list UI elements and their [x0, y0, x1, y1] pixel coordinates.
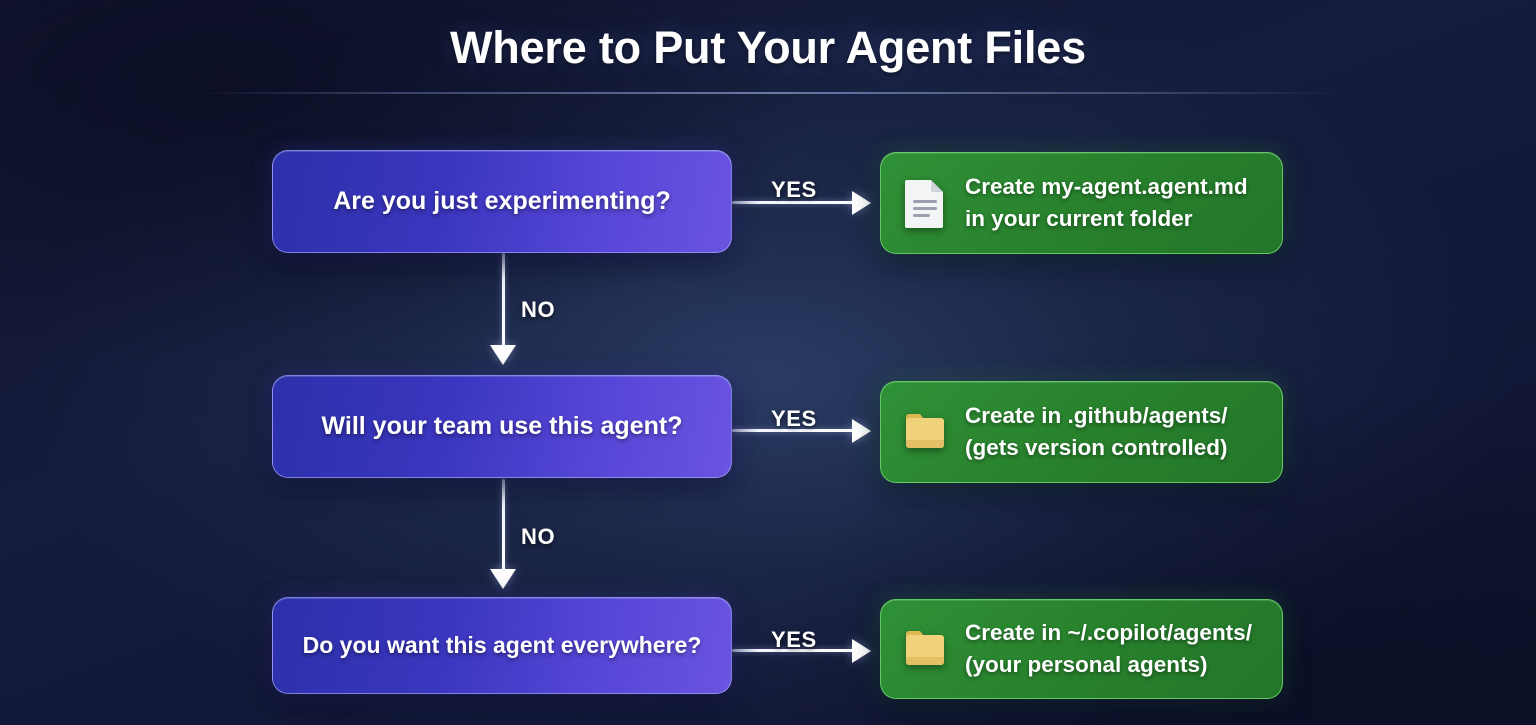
outcome-box-1[interactable]: Create my-agent.agent.md in your current…	[880, 152, 1283, 254]
yes-connector-line-1	[732, 201, 856, 204]
outcome-box-2[interactable]: Create in .github/agents/ (gets version …	[880, 381, 1283, 483]
no-connector-line-2	[502, 479, 505, 572]
outcome-line2-1: in your current folder	[965, 206, 1193, 231]
folder-icon	[903, 624, 947, 674]
decision-label-1: Are you just experimenting?	[333, 187, 671, 216]
no-connector-arrowhead-1	[490, 345, 516, 365]
outcome-line1-2: Create in .github/agents/	[965, 403, 1228, 429]
decision-box-2[interactable]: Will your team use this agent?	[272, 375, 732, 478]
decision-label-3: Do you want this agent everywhere?	[302, 632, 702, 659]
no-connector-arrowhead-2	[490, 569, 516, 589]
title-divider	[196, 92, 1340, 94]
outcome-line1-1: Create my-agent.agent.md	[965, 174, 1248, 200]
folder-icon	[903, 407, 947, 457]
yes-label-3: YES	[771, 627, 817, 652]
outcome-line1-3: Create in ~/.copilot/agents/	[965, 620, 1252, 646]
outcome-text-1: Create my-agent.agent.md in your current…	[965, 171, 1248, 235]
yes-label-1: YES	[771, 177, 817, 202]
outcome-line2-2: (gets version controlled)	[965, 435, 1228, 460]
yes-label-2: YES	[771, 406, 817, 431]
no-connector-line-1	[502, 253, 505, 348]
outcome-text-3: Create in ~/.copilot/agents/ (your perso…	[965, 617, 1252, 681]
decision-box-3[interactable]: Do you want this agent everywhere?	[272, 597, 732, 694]
outcome-line2-3: (your personal agents)	[965, 652, 1208, 677]
yes-connector-line-3	[732, 649, 856, 652]
outcome-box-3[interactable]: Create in ~/.copilot/agents/ (your perso…	[880, 599, 1283, 699]
page-title: Where to Put Your Agent Files	[450, 22, 1086, 73]
decision-label-2: Will your team use this agent?	[321, 412, 683, 441]
yes-connector-line-2	[732, 429, 856, 432]
decision-box-1[interactable]: Are you just experimenting?	[272, 150, 732, 253]
yes-connector-arrowhead-1	[852, 191, 871, 215]
yes-connector-arrowhead-2	[852, 419, 871, 443]
no-label-1: NO	[521, 297, 556, 322]
outcome-text-2: Create in .github/agents/ (gets version …	[965, 400, 1228, 464]
yes-connector-arrowhead-3	[852, 639, 871, 663]
no-label-2: NO	[521, 524, 556, 549]
document-icon	[903, 178, 947, 228]
